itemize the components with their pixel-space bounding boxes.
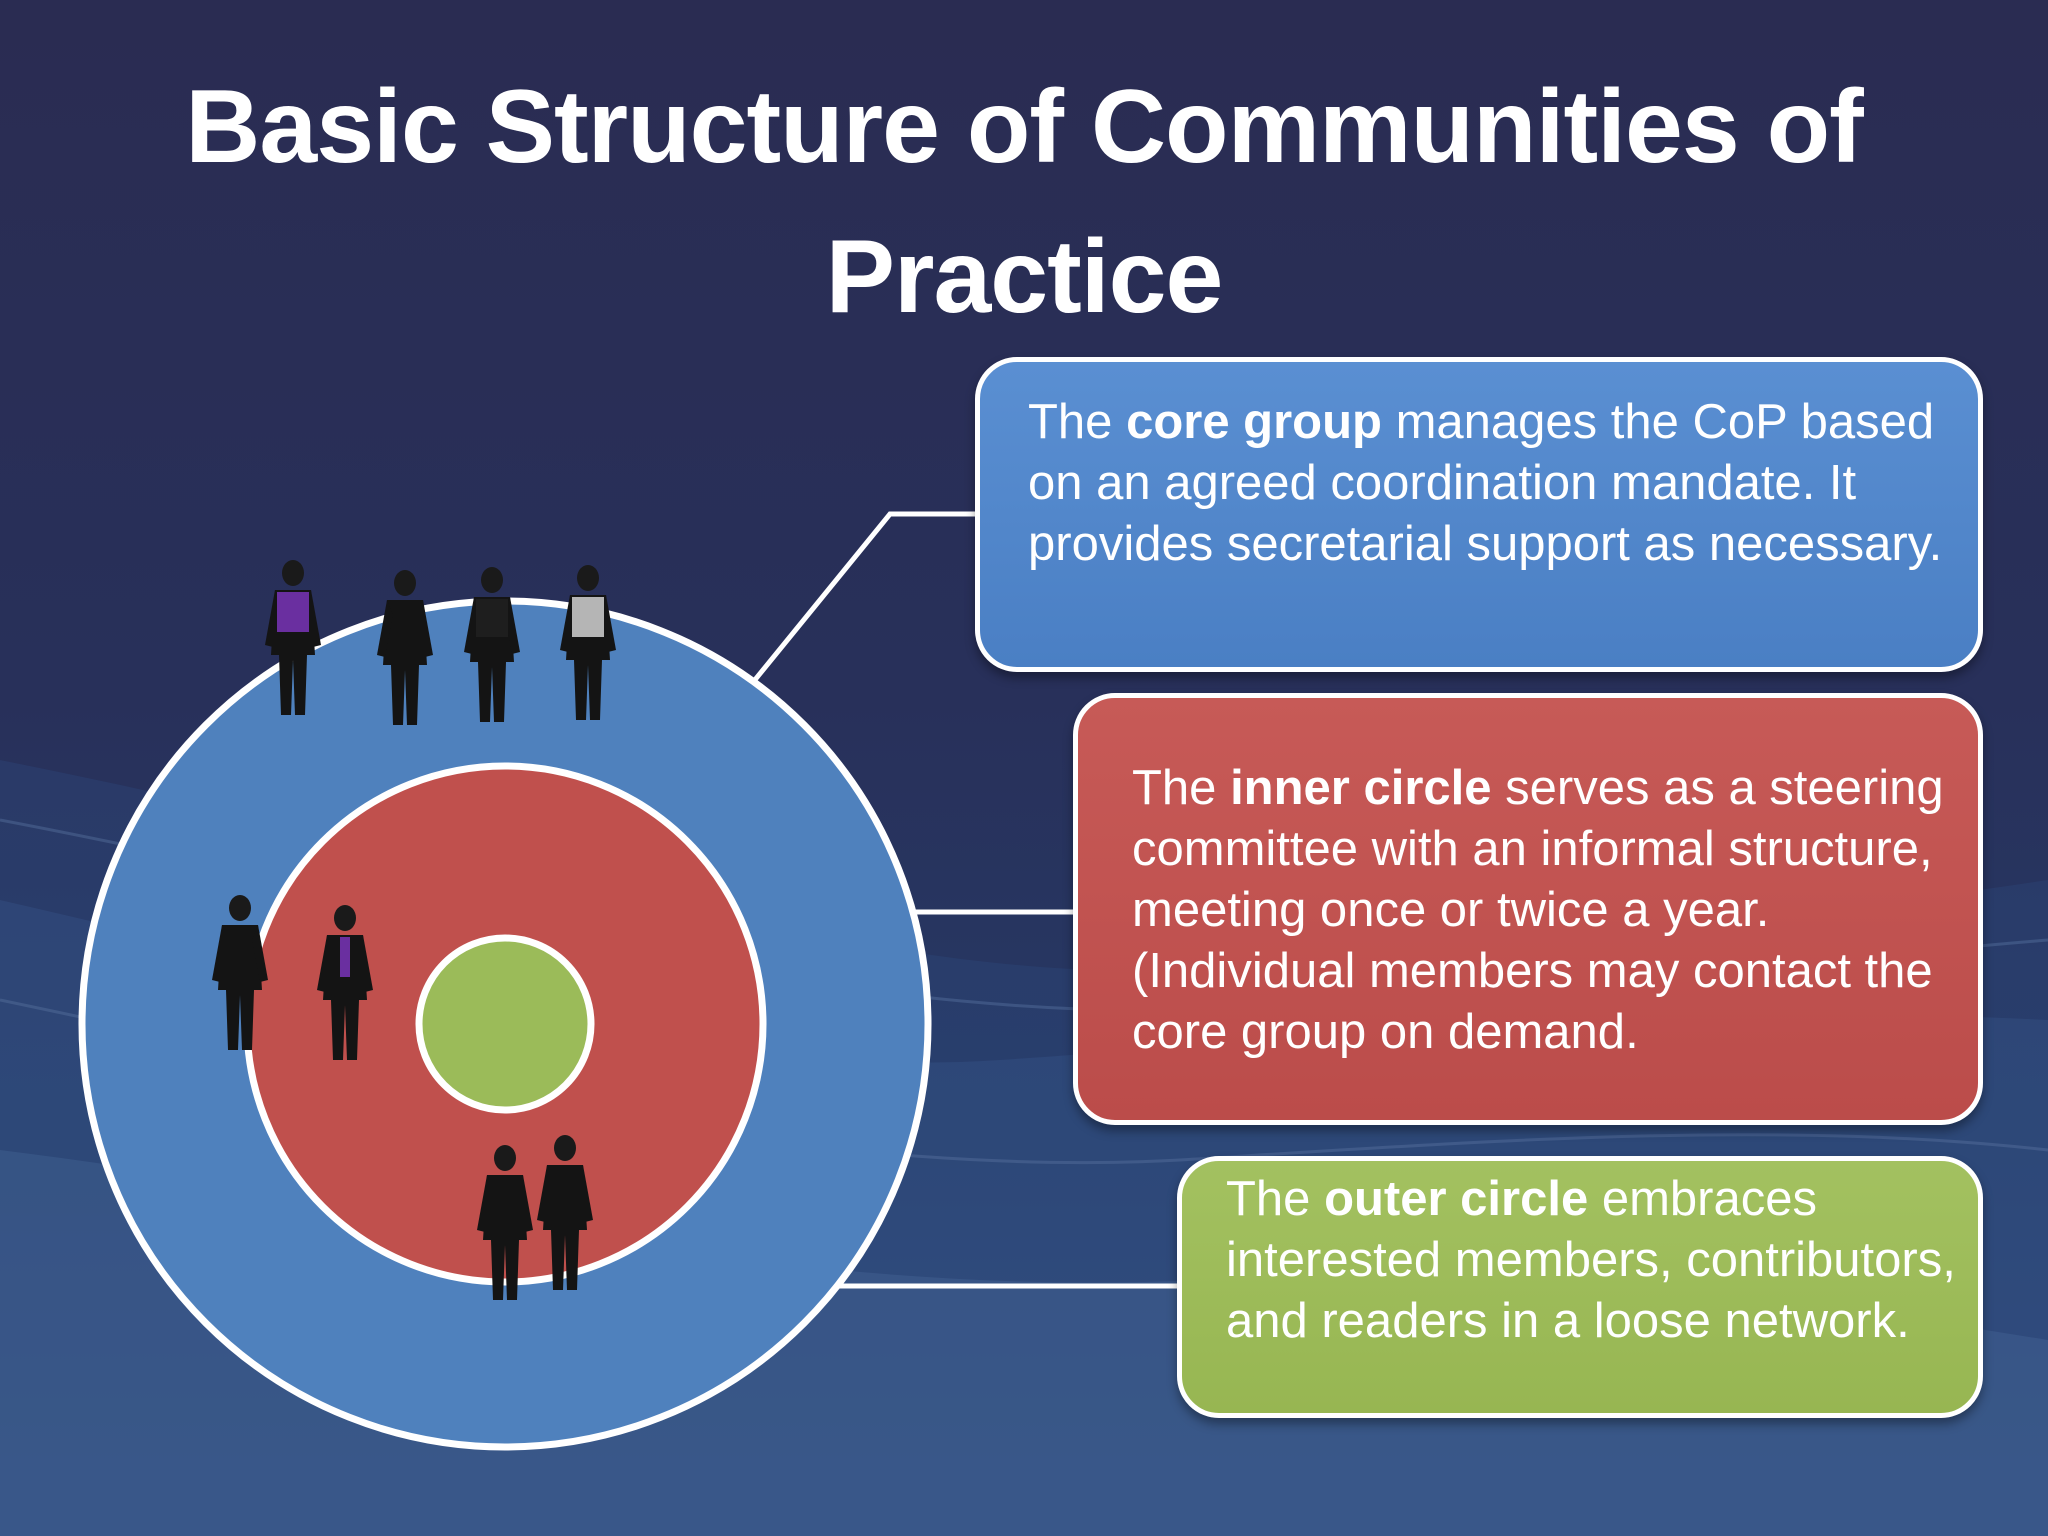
core-group-callout: The core group manages the CoP based on …: [975, 357, 1983, 672]
inner-circle-callout: The inner circle serves as a steering co…: [1073, 693, 1983, 1125]
outer-callout-text-post: embraces interested members, contributor…: [1226, 1172, 1956, 1348]
core-circle: [415, 934, 595, 1114]
outer-callout-keyword: outer circle: [1324, 1172, 1589, 1226]
title-line-2: Practice: [825, 219, 1224, 335]
inner-callout-keyword: inner circle: [1230, 761, 1492, 815]
outer-circle-callout: The outer circle embraces interested mem…: [1177, 1156, 1983, 1418]
outer-callout-text-pre: The: [1226, 1172, 1325, 1226]
inner-callout-text-pre: The: [1132, 761, 1231, 815]
title-line-1: Basic Structure of Communities of: [185, 69, 1863, 185]
core-callout-keyword: core group: [1126, 395, 1382, 449]
core-callout-text-pre: The: [1028, 395, 1127, 449]
people-group-outer: [265, 560, 616, 725]
core-callout-text-post: manages the CoP based on an agreed coord…: [1028, 395, 1943, 571]
slide-title: Basic Structure of Communities of Practi…: [0, 52, 2048, 352]
inner-callout-text-post: serves as a steering committee with an i…: [1132, 761, 1944, 1059]
people-group-inner: [212, 895, 373, 1060]
